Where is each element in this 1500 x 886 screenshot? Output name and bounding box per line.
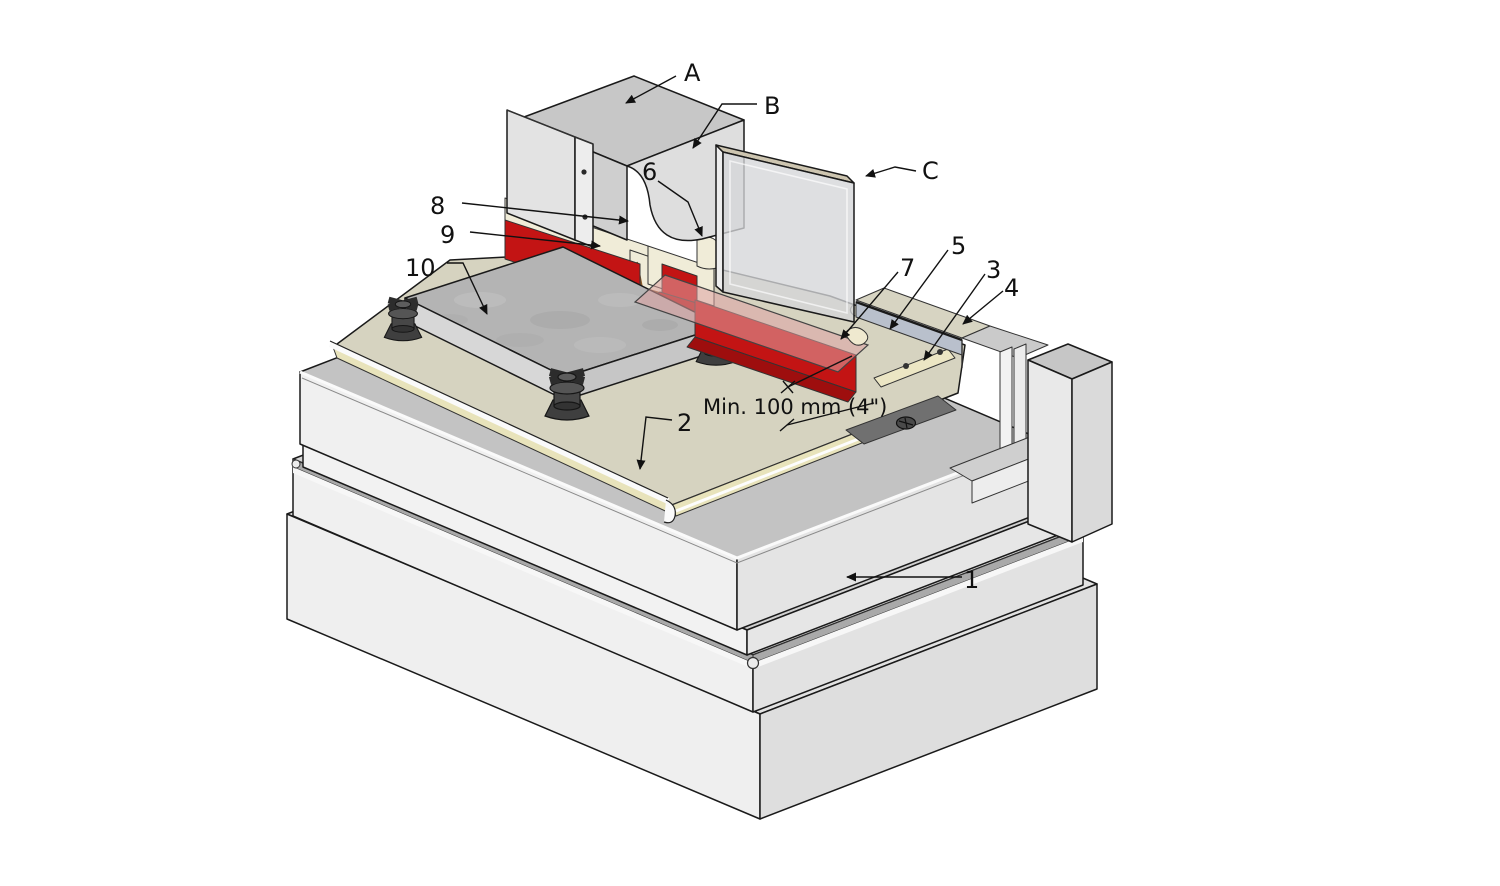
callout-3: 3 xyxy=(986,256,1001,284)
leader-lines xyxy=(447,75,1004,582)
callout-A: A xyxy=(684,59,701,87)
siding-panel xyxy=(506,109,594,248)
pedestal xyxy=(544,368,590,421)
callout-9: 9 xyxy=(440,221,455,249)
callout-labels: A B C 6 8 9 10 7 5 3 4 2 1 xyxy=(405,59,1019,594)
pedestal xyxy=(383,296,423,342)
callout-4: 4 xyxy=(1004,274,1019,302)
membrane-edge-curl xyxy=(663,499,676,524)
termination-strip-cream xyxy=(873,348,956,388)
callout-10: 10 xyxy=(405,254,436,282)
callout-B: B xyxy=(764,92,780,120)
dimension-annotation: Min. 100 mm (4") xyxy=(703,355,887,432)
callout-2: 2 xyxy=(677,409,692,437)
glass-panel xyxy=(715,144,855,323)
panel-fastener-dot xyxy=(581,169,587,175)
sealant-curl xyxy=(844,327,869,346)
callout-8: 8 xyxy=(430,192,445,220)
callout-1: 1 xyxy=(964,566,979,594)
adjacent-raised-block xyxy=(1027,343,1113,543)
box-front-face xyxy=(626,119,745,242)
callout-C: C xyxy=(922,157,939,185)
callout-7: 7 xyxy=(900,254,915,282)
cladding-box xyxy=(506,75,745,248)
dimension-text: Min. 100 mm (4") xyxy=(703,395,887,419)
translucent-membrane-sheet xyxy=(633,274,870,373)
callout-6: 6 xyxy=(642,158,657,186)
callout-5: 5 xyxy=(951,232,966,260)
paver-texture xyxy=(432,292,678,353)
termination-bar-plate xyxy=(845,395,957,445)
concrete-paver xyxy=(404,246,724,401)
